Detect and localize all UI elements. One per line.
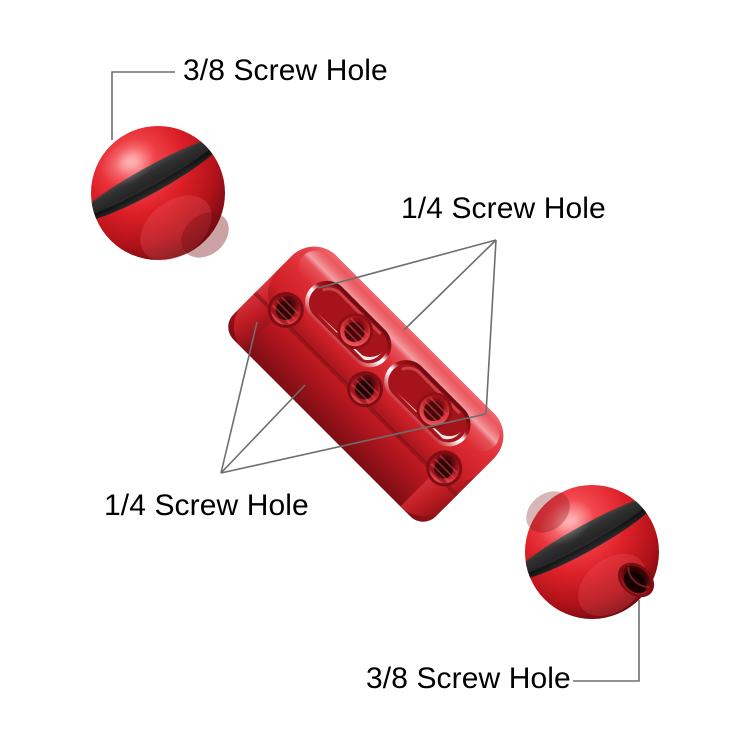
lower-ball-screw-hole: [617, 562, 655, 598]
upper-ball-highlight: [99, 138, 157, 186]
clamp-bar: [228, 246, 504, 522]
label-top-left-screw-hole: 3/8 Screw Hole: [183, 54, 388, 87]
leader-bottom-right: [573, 600, 640, 682]
lower-ball-highlight: [538, 500, 594, 546]
upper-ball-head: [91, 126, 229, 261]
lower-ball-head: [525, 485, 659, 619]
slot-thread-hole-lower: [416, 392, 453, 429]
top-face-thread-hole-left: [267, 291, 304, 328]
leader-bottom-left: [220, 321, 487, 474]
lower-ball-oring: [525, 495, 657, 581]
ball-arm-assembly: [91, 126, 659, 619]
leader-top-left: [111, 71, 175, 140]
upper-ball-neck-shadow: [181, 212, 229, 258]
label-bottom-right-screw-hole: 3/8 Screw Hole: [366, 662, 571, 695]
label-top-right-screw-hole: 1/4 Screw Hole: [401, 192, 606, 225]
bar-edge-shadow: [253, 291, 459, 497]
slot-thread-hole-upper: [337, 313, 374, 350]
lower-ball-neck-shadow: [526, 491, 570, 533]
label-bottom-left-screw-hole: 1/4 Screw Hole: [104, 489, 309, 522]
upper-ball-sheen: [140, 195, 212, 261]
bar-side-face: [228, 292, 458, 522]
upper-ball-oring: [91, 136, 223, 222]
leader-top-right: [317, 239, 497, 415]
leader-lines: [111, 71, 640, 682]
